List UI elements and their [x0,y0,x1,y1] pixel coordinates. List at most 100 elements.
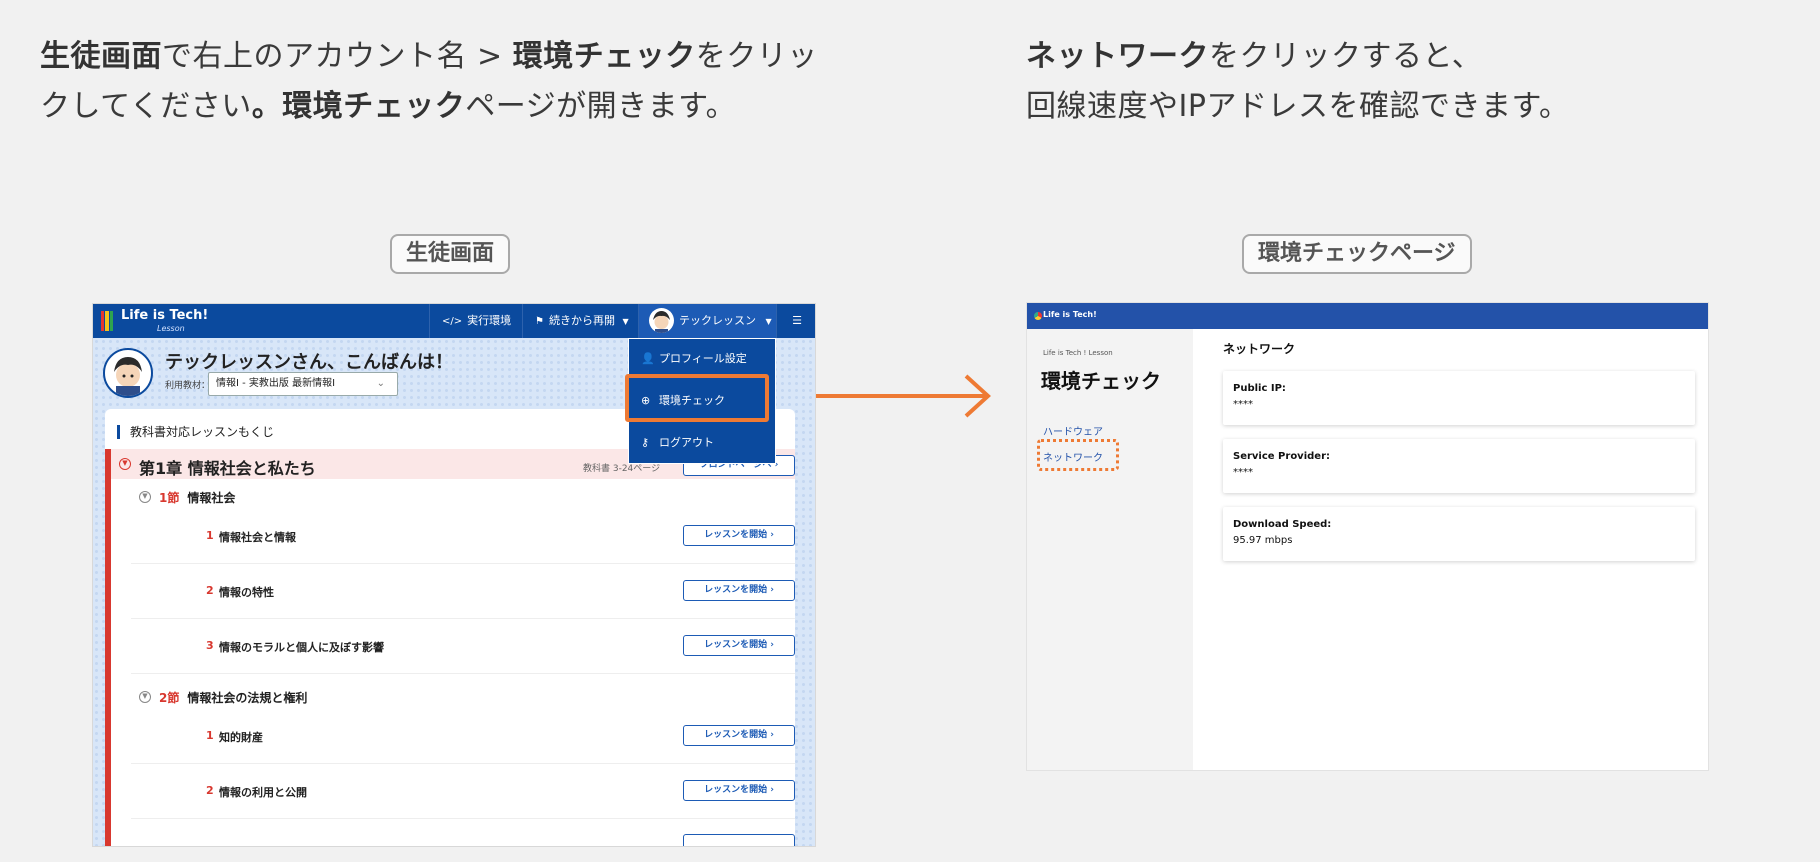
chevron-down-icon: ▼ [622,317,629,326]
material-value: 情報I - 実教出版 最新情報I [216,378,336,389]
globe-icon: ⊕ [641,394,651,407]
instr-text: で右上のアカウント名 > [162,39,513,74]
collapse-icon[interactable]: ▼ [139,491,151,503]
chevron-right-icon: › [770,640,774,650]
account-name: テックレッスン [679,314,756,327]
info-label: Public IP: [1233,383,1286,394]
instr-text: をクリッ [695,39,818,74]
section-number: 2節 [159,691,180,705]
lesson-number: 1 [206,529,214,542]
chevron-down-icon: ⌄ [376,378,385,389]
start-lesson-button[interactable] [683,834,795,846]
chapter-pages: 教科書 3-24ページ [583,464,661,474]
dropdown-item-env-check[interactable]: ⊕ 環境チェック [629,381,777,421]
avatar [649,308,674,333]
toc-title: 教科書対応レッスンもくじ [117,425,274,439]
section-title: 1節情報社会 [159,489,235,506]
start-lesson-button[interactable]: レッスンを開始 › [683,525,795,546]
lesson-number: 2 [206,584,214,597]
top-navbar: Life is Tech! [1027,303,1708,329]
lesson-name: 情報の特性 [219,586,274,599]
logo-text[interactable]: Life is Tech! [1043,310,1097,319]
logo-icon [101,311,113,331]
info-value: 95.97 mbps [1233,535,1293,546]
sidebar-item-hardware[interactable]: ハードウェア [1043,427,1103,438]
chevron-right-icon: › [770,730,774,740]
collapse-icon[interactable]: ▼ [139,691,151,703]
start-lesson-button[interactable]: レッスンを開始 › [683,580,795,601]
material-select[interactable]: 情報I - 実教出版 最新情報I ⌄ [208,372,398,396]
caption-env-check-page: 環境チェックページ [1242,234,1472,274]
instr-text: ページが開きます。 [465,89,737,124]
nav-label: 続きから再開 [548,314,615,327]
button-label: レッスンを開始 [704,585,768,595]
lesson-name: 情報のモラルと個人に及ぼす影響 [219,641,384,654]
user-icon: 👤 [641,352,655,365]
list-menu-icon[interactable]: ☰ [776,304,815,338]
instr-emphasis: 。環境チェック [251,89,466,124]
lesson-name: 情報社会と情報 [219,531,296,544]
chevron-right-icon: › [770,585,774,595]
info-card-public-ip: Public IP: **** [1223,371,1695,425]
instr-text: をクリックすると、 [1209,39,1483,74]
lesson-row[interactable]: 3 情報のモラルと個人に及ぼす影響 レッスンを開始 › [131,619,795,674]
start-lesson-button[interactable]: レッスンを開始 › [683,725,795,746]
flag-icon: ⚑ [535,316,544,327]
logo-icon [1034,312,1042,320]
button-label: レッスンを開始 [704,640,768,650]
info-label: Download Speed: [1233,519,1332,530]
section-number: 1節 [159,491,180,505]
sidebar-title: 環境チェック [1041,369,1161,393]
greeting: テックレッスンさん、こんばんは！ [165,352,453,373]
collapse-icon[interactable]: ▼ [119,458,131,470]
lesson-row[interactable]: 1 知的財産 レッスンを開始 › [131,709,795,764]
start-lesson-button[interactable]: レッスンを開始 › [683,780,795,801]
key-icon: ⚷ [641,436,650,449]
button-label: レッスンを開始 [704,530,768,540]
section-title: 2節情報社会の法規と権利 [159,689,307,706]
lesson-row[interactable]: 2 情報の利用と公開 レッスンを開始 › [131,764,795,819]
student-screen-screenshot: Life is Tech! Lesson </> 実行環境 ⚑ 続きから再開 ▼ テ… [92,303,816,847]
chevron-right-icon: › [770,530,774,540]
toc-card: 教科書対応レッスンもくじ ▼ 第1章 情報社会と私たち 教科書 3-24ページ … [105,409,795,846]
lesson-row[interactable]: 1 情報社会と情報 レッスンを開始 › [131,509,795,564]
info-value: **** [1233,399,1253,410]
info-label: Service Provider: [1233,451,1331,462]
dropdown-item-logout[interactable]: ⚷ログアウト [629,423,777,463]
lesson-number: 3 [206,639,214,652]
env-check-screenshot: Life is Tech! Life is Tech ! Lesson 環境チェ… [1026,302,1709,771]
instr-emphasis: 環境チェック [512,39,696,74]
start-lesson-button[interactable]: レッスンを開始 › [683,635,795,656]
section-name: 情報社会の法規と権利 [187,691,308,705]
instr-emphasis: 生徒画面 [40,39,162,74]
sidebar-item-network[interactable]: ネットワーク [1043,453,1103,464]
lesson-name: 知的財産 [219,731,263,744]
sidebar [1027,329,1193,770]
info-card-provider: Service Provider: **** [1223,439,1695,493]
logo-text[interactable]: Life is Tech! [121,308,209,323]
dropdown-item-profile[interactable]: 👤 プロフィール設定 [629,339,777,379]
code-icon: </> [442,316,463,327]
instr-text: クしてください [40,89,252,124]
chapter-bar [105,449,111,846]
info-card-download-speed: Download Speed: 95.97 mbps [1223,507,1695,561]
lesson-row[interactable]: 2 情報の特性 レッスンを開始 › [131,564,795,619]
button-label: フロントページへ [699,460,772,470]
nav-run-environment[interactable]: </> 実行環境 [429,304,523,338]
button-label: レッスンを開始 [704,785,768,795]
top-navbar: Life is Tech! Lesson </> 実行環境 ⚑ 続きから再開 ▼ テ… [93,304,815,338]
highlight-box [1037,439,1119,471]
chapter-title: 第1章 情報社会と私たち [139,459,316,478]
lesson-name: 情報の利用と公開 [219,786,307,799]
nav-label: 実行環境 [467,314,512,327]
logo-sub: Lesson [157,324,185,333]
nav-account-menu[interactable]: テックレッスン ▼ [638,304,776,338]
section-name: 情報社会 [187,491,236,505]
nav-resume[interactable]: ⚑ 続きから再開 ▼ [522,304,641,338]
lesson-number: 2 [206,784,214,797]
account-dropdown: 👤 プロフィール設定 ⊕ 環境チェック ⚷ログアウト [628,338,776,464]
section-heading: ネットワーク [1223,342,1296,356]
highlight-box [625,374,769,422]
dropdown-label: 環境チェック [659,394,725,407]
dropdown-label: プロフィール設定 [659,352,747,365]
